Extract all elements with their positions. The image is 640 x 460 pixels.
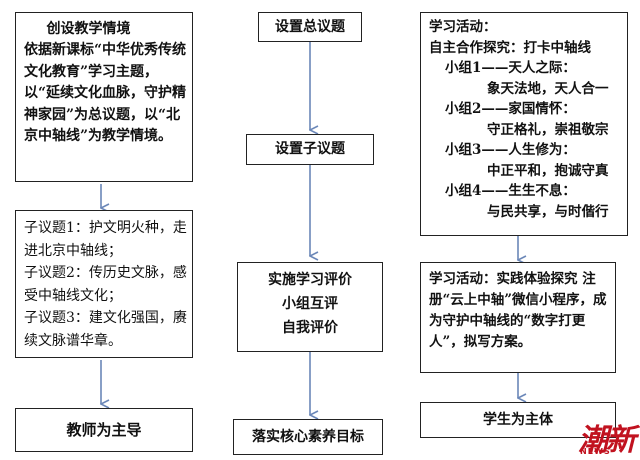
activity-2-box: 学习活动：实践体验探究 注册“云上中轴”微信小程序，成为守护中轴线的“数字打更人… <box>420 262 616 373</box>
core-literacy-label: 落实核心素养目标 <box>252 429 364 445</box>
logo-main-text: 潮新 <box>578 423 636 458</box>
activity-2-text: 学习活动：实践体验探究 注册“云上中轴”微信小程序，成为守护中轴线的“数字打更人… <box>429 271 607 350</box>
news-logo-watermark: 潮新 NEWS <box>578 423 636 458</box>
activity-1-heading: 学习活动： <box>429 19 497 35</box>
subtopic-setting-label: 设置子议题 <box>275 141 345 157</box>
student-centered-box: 学生为主体 <box>420 402 616 438</box>
group-3-label: 小组3——人生修为： <box>445 142 576 158</box>
scenario-body: 依据新课标“中华优秀传统文化教育”学习主题，以“延续文化血脉，守护精神家园”为总… <box>24 42 187 144</box>
subtopic-setting-box: 设置子议题 <box>246 134 374 165</box>
evaluation-line-3: 自我评价 <box>282 320 338 336</box>
evaluation-line-1: 实施学习评价 <box>268 272 352 288</box>
group-2-detail: 守正格礼，崇祖敬宗 <box>487 121 609 138</box>
subtopic-2: 子议题2：传历史文脉，感受中轴线文化； <box>24 265 187 304</box>
logo-sub-text: NEWS <box>580 447 611 456</box>
evaluation-line-2: 小组互评 <box>282 296 338 312</box>
group-3-detail: 中正平和，抱诚守真 <box>487 162 609 179</box>
core-literacy-box: 落实核心素养目标 <box>233 419 383 455</box>
subtopics-box: 子议题1：护文明火种，走进北京中轴线； 子议题2：传历史文脉，感受中轴线文化； … <box>15 210 193 358</box>
scenario-box: 创设教学情境 依据新课标“中华优秀传统文化教育”学习主题，以“延续文化血脉，守护… <box>15 12 193 182</box>
subtopic-1: 子议题1：护文明火种，走进北京中轴线； <box>24 220 187 259</box>
main-topic-label: 设置总议题 <box>275 19 345 35</box>
student-centered-label: 学生为主体 <box>483 412 553 428</box>
teacher-led-box: 教师为主导 <box>15 408 193 452</box>
group-4-label: 小组4——生生不息： <box>445 183 576 199</box>
activity-1-subheading: 自主合作探究：打卡中轴线 <box>429 39 591 56</box>
group-2-label: 小组2——家国情怀： <box>445 101 576 117</box>
scenario-title: 创设教学情境 <box>46 21 131 37</box>
group-1-detail: 象天法地，天人合一 <box>487 80 609 97</box>
group-4-detail: 与民共享，与时偕行 <box>487 203 609 220</box>
group-1-label: 小组1——天人之际： <box>445 60 576 76</box>
main-topic-box: 设置总议题 <box>258 12 362 42</box>
subtopic-3: 子议题3：建文化强国，赓续文脉谱华章。 <box>24 310 187 349</box>
teacher-led-label: 教师为主导 <box>66 421 142 439</box>
activity-1-box: 学习活动： 自主合作探究：打卡中轴线 小组1——天人之际： 象天法地，天人合一 … <box>420 12 628 236</box>
evaluation-box: 实施学习评价 小组互评 自我评价 <box>237 262 383 352</box>
